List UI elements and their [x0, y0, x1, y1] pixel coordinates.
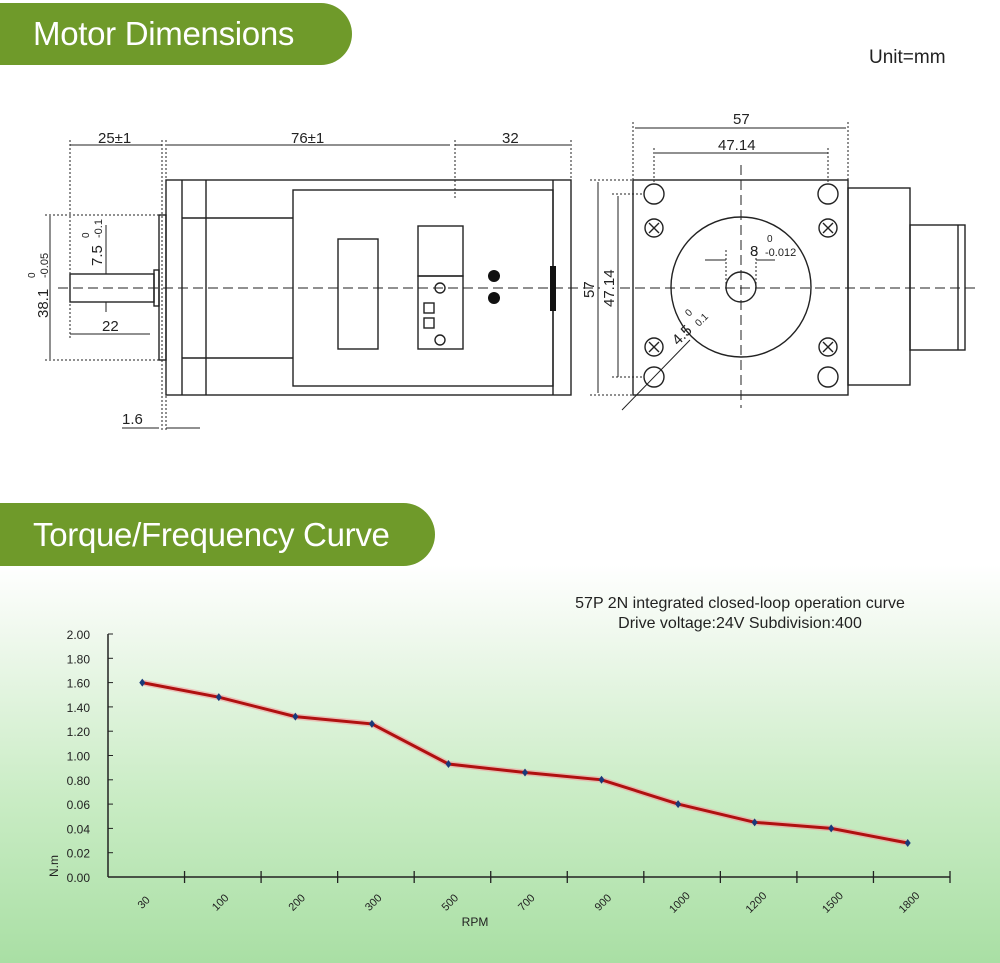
y-axis-label: N.m — [47, 855, 61, 877]
dim-driver-length: 32 — [502, 130, 519, 147]
data-point — [598, 775, 605, 784]
tolerance: 0 — [27, 272, 38, 278]
dim-boss-diameter: 38.1 — [35, 289, 52, 318]
x-tick-label: 300 — [363, 892, 384, 913]
data-point — [292, 712, 299, 721]
data-point — [368, 719, 375, 728]
x-tick-label: 100 — [210, 892, 231, 913]
y-tick-label: 0.06 — [67, 798, 91, 812]
tolerance: -0.1 — [93, 219, 105, 238]
y-tick-label: 1.60 — [67, 677, 91, 691]
chart-title: 57P 2N integrated closed-loop operation … — [520, 594, 960, 634]
x-tick-label: 200 — [287, 892, 308, 913]
y-tick-label: 1.00 — [67, 750, 91, 764]
x-tick-label: 1000 — [667, 890, 693, 916]
x-tick-label: 900 — [593, 892, 614, 913]
x-tick-label: 700 — [516, 892, 537, 913]
data-point — [522, 768, 528, 777]
x-tick-label: 30 — [136, 894, 153, 911]
dim-body-length: 76±1 — [291, 130, 324, 147]
dim-shaft-diameter: 8 — [750, 243, 758, 260]
dip-switch-block — [417, 275, 464, 350]
dim-flat-length: 22 — [102, 318, 119, 335]
x-axis-label: RPM — [462, 915, 489, 929]
y-tick-label: 0.02 — [67, 847, 91, 861]
dim-hole-spacing: 47.14 — [718, 137, 756, 154]
x-tick-label: 500 — [440, 892, 461, 913]
y-tick-label: 1.40 — [67, 701, 91, 715]
y-tick-label: 2.00 — [67, 628, 91, 642]
torque-curve-header: Torque/Frequency Curve — [0, 503, 435, 566]
data-point — [139, 678, 146, 687]
dim-flange-thickness: 1.6 — [122, 411, 143, 428]
data-point — [215, 693, 222, 702]
motor-dimensions-header: Motor Dimensions — [0, 3, 352, 65]
tolerance: -0.05 — [39, 253, 51, 278]
x-tick-label: 1200 — [744, 890, 770, 916]
x-tick-label: 1500 — [820, 890, 846, 916]
data-point — [828, 824, 835, 833]
tolerance: -0.012 — [765, 247, 796, 259]
y-tick-label: 1.80 — [67, 652, 91, 666]
series-line — [141, 681, 909, 845]
x-tick-label: 1800 — [897, 890, 923, 916]
dim-flange-height: 57 — [581, 281, 598, 298]
data-point — [751, 818, 758, 827]
dimension-drawing: 25±1 76±1 32 57 47.14 57 47.14 8 0 -0.01… — [27, 111, 980, 430]
data-point — [445, 760, 452, 769]
y-tick-label: 0.80 — [67, 774, 91, 788]
dim-flange-width: 57 — [733, 111, 750, 128]
dim-shaft-length: 25±1 — [98, 130, 131, 147]
data-point — [675, 800, 682, 809]
data-point — [904, 838, 911, 847]
chart-title-line1: 57P 2N integrated closed-loop operation … — [575, 595, 905, 612]
y-tick-label: 0.04 — [67, 822, 91, 836]
y-tick-label: 0.00 — [67, 871, 91, 885]
tolerance: 0 — [767, 234, 773, 245]
y-tick-label: 1.20 — [67, 725, 91, 739]
dim-shaft-flat: 7.5 — [89, 245, 106, 266]
dim-hole-spacing-vertical: 47.14 — [601, 269, 618, 307]
terminal-block-1 — [337, 238, 379, 350]
tolerance: 0 — [81, 232, 92, 238]
unit-label: Unit=mm — [869, 47, 946, 68]
chart-subtitle: Drive voltage:24V Subdivision:400 — [618, 615, 862, 632]
